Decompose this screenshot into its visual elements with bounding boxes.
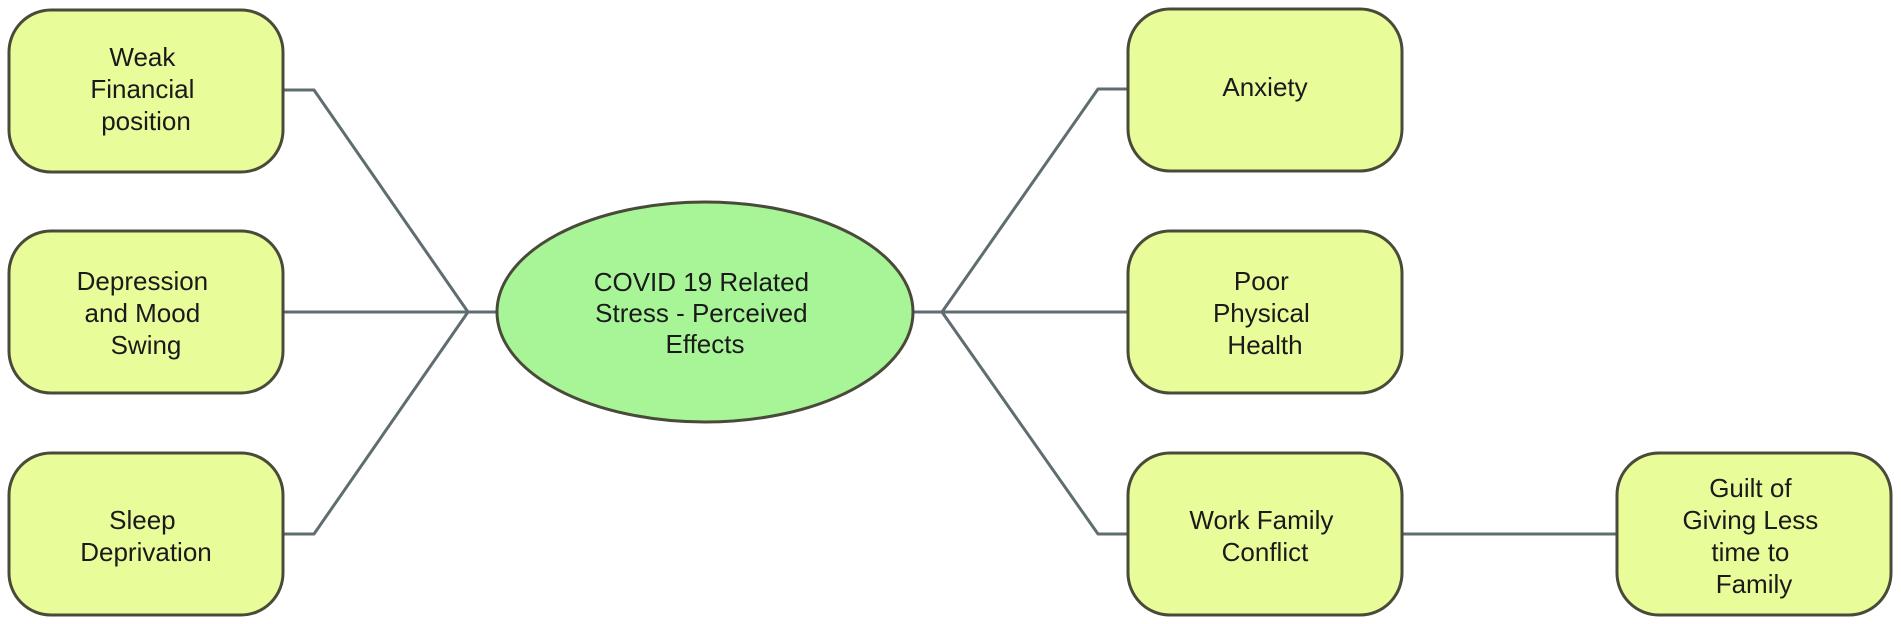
node-guilt-of-giving-less-time: Guilt of Giving Less time to Family: [1615, 451, 1893, 617]
node-poor-physical-health: Poor Physical Health: [1126, 229, 1404, 395]
node-label-line: Health: [1227, 330, 1302, 360]
node-label: Depression and Mood Swing: [77, 266, 216, 360]
node-label-line: Weak: [109, 42, 176, 72]
node-label-line: Swing: [111, 330, 182, 360]
connector-anxiety: [913, 87, 1128, 314]
node-label-line: Family: [1716, 569, 1793, 599]
node-label-line: Depression: [77, 266, 209, 296]
node-label: Weak Financial position: [90, 42, 201, 136]
connectors: [283, 87, 1617, 536]
node-label-line: Deprivation: [80, 537, 212, 567]
node-box: [1615, 451, 1893, 617]
center-node-ellipse: [495, 200, 915, 424]
node-label: Anxiety: [1222, 72, 1307, 102]
node-box: [7, 451, 285, 617]
connector-weak-financial-position: [283, 88, 497, 314]
node-label: Guilt of Giving Less time to Family: [1682, 473, 1825, 599]
connector-sleep-deprivation: [283, 310, 497, 536]
node-label: Work Family Conflict: [1189, 505, 1340, 567]
node-label-line: and Mood: [85, 298, 201, 328]
node-label: Sleep Deprivation: [80, 505, 212, 567]
node-label-line: Poor: [1234, 266, 1289, 296]
node-label-line: Guilt of: [1709, 473, 1792, 503]
node-label-line: position: [101, 106, 191, 136]
connector-work-family-conflict: [913, 310, 1128, 536]
node-label-line: Sleep: [109, 505, 176, 535]
center-label-line: Effects: [665, 329, 744, 359]
node-anxiety: Anxiety: [1126, 7, 1404, 173]
node-box: [7, 229, 285, 395]
center-node-label: COVID 19 Related Stress - Perceived Effe…: [594, 267, 817, 359]
node-label-line: Financial: [90, 74, 194, 104]
node-depression-and-mood-swing: Depression and Mood Swing: [7, 229, 285, 395]
node-work-family-conflict: Work Family Conflict: [1126, 451, 1404, 617]
node-label-line: time to: [1711, 537, 1789, 567]
center-node: COVID 19 Related Stress - Perceived Effe…: [495, 200, 915, 424]
node-sleep-deprivation: Sleep Deprivation: [7, 451, 285, 617]
node-label-line: Anxiety: [1222, 72, 1307, 102]
node-box: [7, 8, 285, 174]
node-weak-financial-position: Weak Financial position: [7, 8, 285, 174]
node-label-line: Work Family: [1189, 505, 1333, 535]
node-label-line: Conflict: [1222, 537, 1309, 567]
node-label: Poor Physical Health: [1213, 266, 1317, 360]
node-box: [1126, 7, 1404, 173]
node-box: [1126, 229, 1404, 395]
node-label-line: Giving Less: [1682, 505, 1818, 535]
node-box: [1126, 451, 1404, 617]
center-label-line: COVID 19 Related: [594, 267, 809, 297]
center-label-line: Stress - Perceived: [595, 298, 807, 328]
node-label-line: Physical: [1213, 298, 1310, 328]
